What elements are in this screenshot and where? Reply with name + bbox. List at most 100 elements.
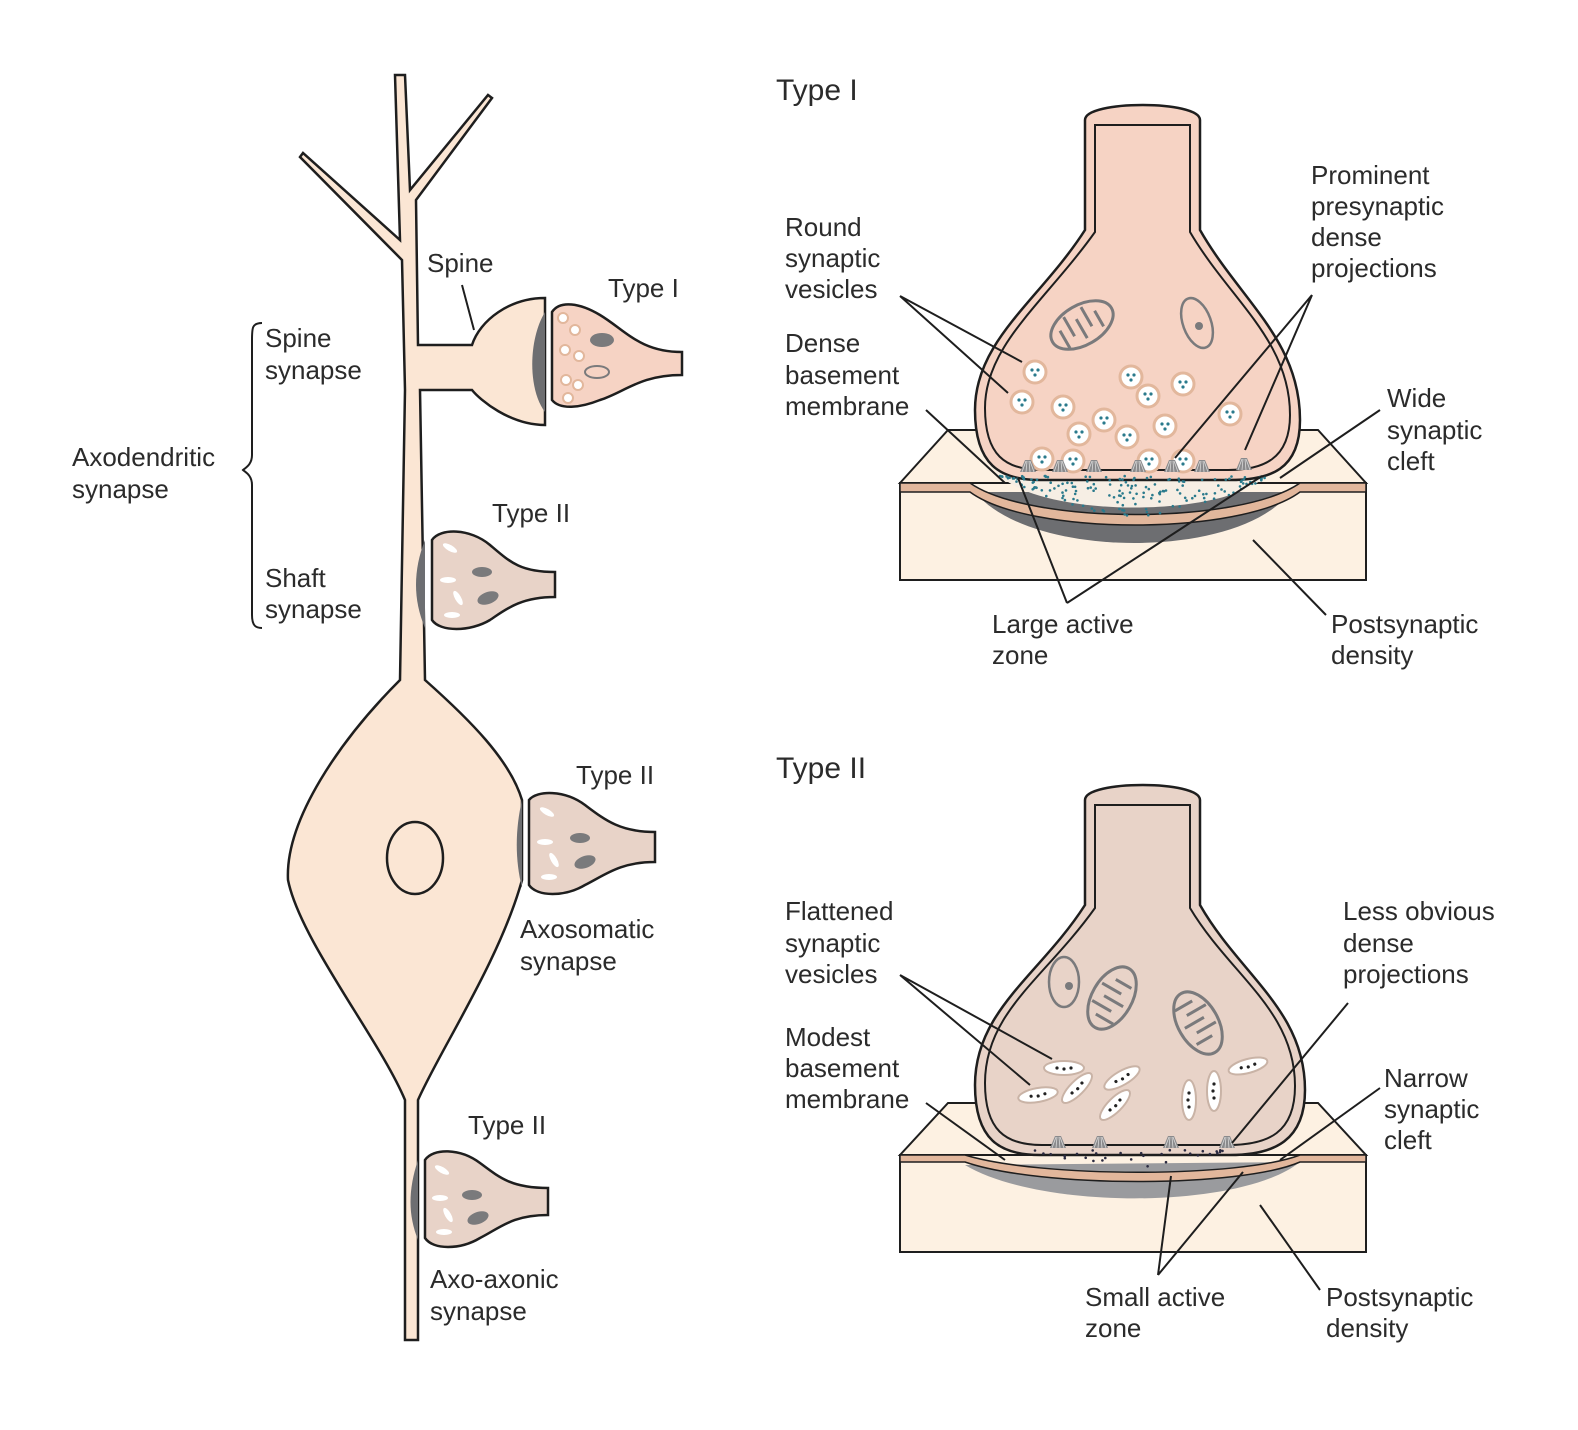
cleft-particle [1101,508,1105,512]
cleft-particle [1081,504,1085,508]
cleft-particle [1213,478,1217,481]
cleft-particle [1183,1149,1187,1152]
cleft-particle [1121,503,1125,507]
cleft-particle [1092,482,1096,486]
cleft-particle [1128,491,1132,494]
type1-psd-leader [1252,539,1327,616]
cleft-particle [1076,499,1079,502]
cleft-particle [1243,476,1247,479]
cleft-particle [1033,1149,1037,1152]
cleft-particle [1242,478,1246,481]
cleft-particle [1217,484,1220,487]
cleft-particle [1092,489,1095,493]
type1-cleft-particles [998,474,1266,517]
cleft-particle [1142,491,1145,495]
cleft-particle [1147,487,1151,491]
cleft-particle [1121,508,1124,512]
cleft-particle [1193,494,1197,498]
cleft-particle [1177,480,1181,483]
cleft-particle [1119,1151,1122,1155]
spine-label: Spine [427,248,494,278]
cleft-particle [1168,1148,1172,1152]
cleft-particle [1119,483,1123,487]
cleft-particle [1219,1149,1222,1152]
type2-panel-title: Type II [776,752,866,785]
cleft-particle [1238,485,1242,488]
cleft-particle [1123,474,1126,478]
cleft-particle [1147,513,1150,517]
cleft-particle [1070,481,1074,485]
cleft-particle [1061,491,1064,494]
cleft-particle [1057,484,1060,488]
cleft-particle [1183,496,1187,500]
cleft-particle [1135,492,1138,496]
wide-cleft-leader [1279,409,1381,479]
cleft-particle [1117,494,1121,497]
cleft-particle [1230,475,1233,478]
cleft-particle [1090,507,1094,510]
cleft-particle [1063,1154,1066,1158]
cleft-particle [1129,1158,1133,1161]
cleft-particle [1125,514,1129,517]
cleft-particle [1049,1152,1052,1156]
cleft-particle [1263,476,1266,480]
cleft-particle [1015,480,1018,483]
cleft-particle [1260,479,1263,482]
cleft-particle [1091,1149,1094,1152]
spine-leader-line [461,284,475,331]
flattened-vesicles-leader [899,974,1053,1086]
type2-label-soma: Type II [576,760,654,790]
cleft-particle [1188,1152,1192,1155]
cleft-particle [1151,493,1154,497]
type1-terminal-small [550,303,684,408]
cleft-particle [1061,496,1064,500]
cleft-particle [1121,492,1124,495]
cleft-particle [1094,487,1097,490]
cleft-particle [1254,482,1257,485]
cleft-particle [1049,481,1052,485]
cleft-particle [1212,497,1216,501]
type2-label-shaft: Type II [492,498,570,528]
spine-psd [532,312,545,412]
cleft-particle [1101,1159,1104,1162]
cleft-particle [1035,478,1039,482]
neuron-body [286,73,547,1342]
cleft-particle [1108,494,1111,497]
cleft-particle [1001,475,1004,479]
cleft-particle [1045,494,1048,498]
cleft-particle [1084,1156,1087,1160]
type2-cleft-particles [1033,1148,1224,1168]
cleft-particle [1071,503,1074,506]
cleft-particle [1213,492,1217,495]
cleft-particle [1158,492,1162,496]
round-vesicles-leader [899,295,1023,394]
cleft-particle [1089,486,1092,489]
cleft-particle [1030,478,1033,481]
type2-terminal-soma [527,791,657,896]
neuron [286,73,547,1342]
cleft-particle [1046,475,1050,479]
cleft-particle [1104,1156,1107,1160]
cleft-particle [1178,492,1182,495]
cleft-particle [1048,489,1052,492]
cleft-particle [1063,498,1067,502]
cleft-particle [1104,475,1108,479]
cleft-particle [1221,1149,1224,1153]
type2-terminal-axon [423,1150,550,1249]
cleft-particle [1108,483,1112,486]
cleft-particle [1208,1152,1212,1156]
cleft-particle [1064,489,1068,492]
dense-basement-leader [925,409,1006,484]
cleft-particle [1063,1156,1067,1160]
cleft-particle [1240,479,1243,483]
cleft-particle [1201,1149,1205,1153]
cleft-particle [1134,484,1137,487]
cleft-particle [1139,1151,1143,1155]
